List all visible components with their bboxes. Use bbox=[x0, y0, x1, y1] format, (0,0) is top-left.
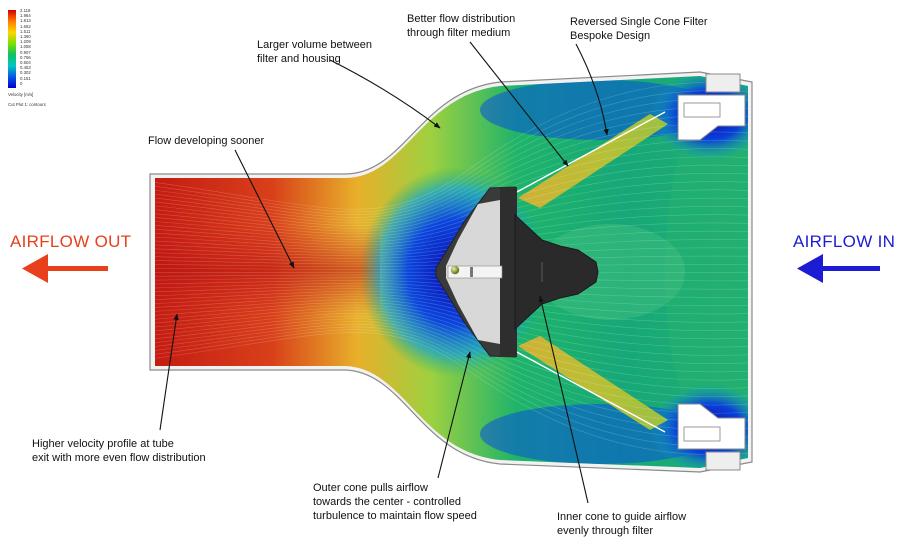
annotation-line: Flow developing sooner bbox=[148, 134, 264, 148]
plot-label: Cut Plot 1: contours bbox=[8, 102, 46, 107]
annotation-line: Bespoke Design bbox=[570, 29, 708, 43]
annotation-line: evenly through filter bbox=[557, 524, 686, 538]
velocity-legend: 2.118 1.964 1.813 1.662 1.511 1.360 1.20… bbox=[8, 8, 68, 108]
airflow-out-arrow bbox=[22, 254, 108, 283]
annotation-line: turbulence to maintain flow speed bbox=[313, 509, 477, 523]
annotation-line: Inner cone to guide airflow bbox=[557, 510, 686, 524]
legend-value: 1.813 bbox=[20, 18, 31, 23]
annotation-line: through filter medium bbox=[407, 26, 515, 40]
annotation-line: Better flow distribution bbox=[407, 12, 515, 26]
airflow-in-arrow bbox=[797, 254, 880, 283]
annotation-line: exit with more even flow distribution bbox=[32, 451, 206, 465]
airflow-out-label: AIRFLOW OUT bbox=[10, 232, 131, 252]
annotation-flow-developing: Flow developing sooner bbox=[148, 134, 264, 148]
annotation-reversed-cone: Reversed Single Cone Filter Bespoke Desi… bbox=[570, 15, 708, 43]
annotation-line: Reversed Single Cone Filter bbox=[570, 15, 708, 29]
annotation-line: Larger volume between bbox=[257, 38, 372, 52]
legend-values: 2.118 1.964 1.813 1.662 1.511 1.360 1.20… bbox=[20, 8, 31, 86]
annotation-inner-cone: Inner cone to guide airflow evenly throu… bbox=[557, 510, 686, 538]
annotation-line: Outer cone pulls airflow bbox=[313, 481, 477, 495]
leader-larger-volume bbox=[330, 60, 440, 128]
airflow-in-label: AIRFLOW IN bbox=[793, 232, 895, 252]
legend-caption: Velocity [m/s] bbox=[8, 92, 33, 97]
annotation-better-flow: Better flow distribution through filter … bbox=[407, 12, 515, 40]
legend-color-bar bbox=[8, 10, 16, 88]
annotation-higher-velocity: Higher velocity profile at tube exit wit… bbox=[32, 437, 206, 465]
legend-value: 1.058 bbox=[20, 44, 31, 49]
annotation-line: Higher velocity profile at tube bbox=[32, 437, 206, 451]
annotation-outer-cone: Outer cone pulls airflow towards the cen… bbox=[313, 481, 477, 523]
annotation-line: towards the center - controlled bbox=[313, 495, 477, 509]
legend-value: 0.302 bbox=[20, 70, 31, 75]
legend-value: 0 bbox=[20, 81, 31, 86]
annotation-larger-volume: Larger volume between filter and housing bbox=[257, 38, 372, 66]
annotation-line: filter and housing bbox=[257, 52, 372, 66]
